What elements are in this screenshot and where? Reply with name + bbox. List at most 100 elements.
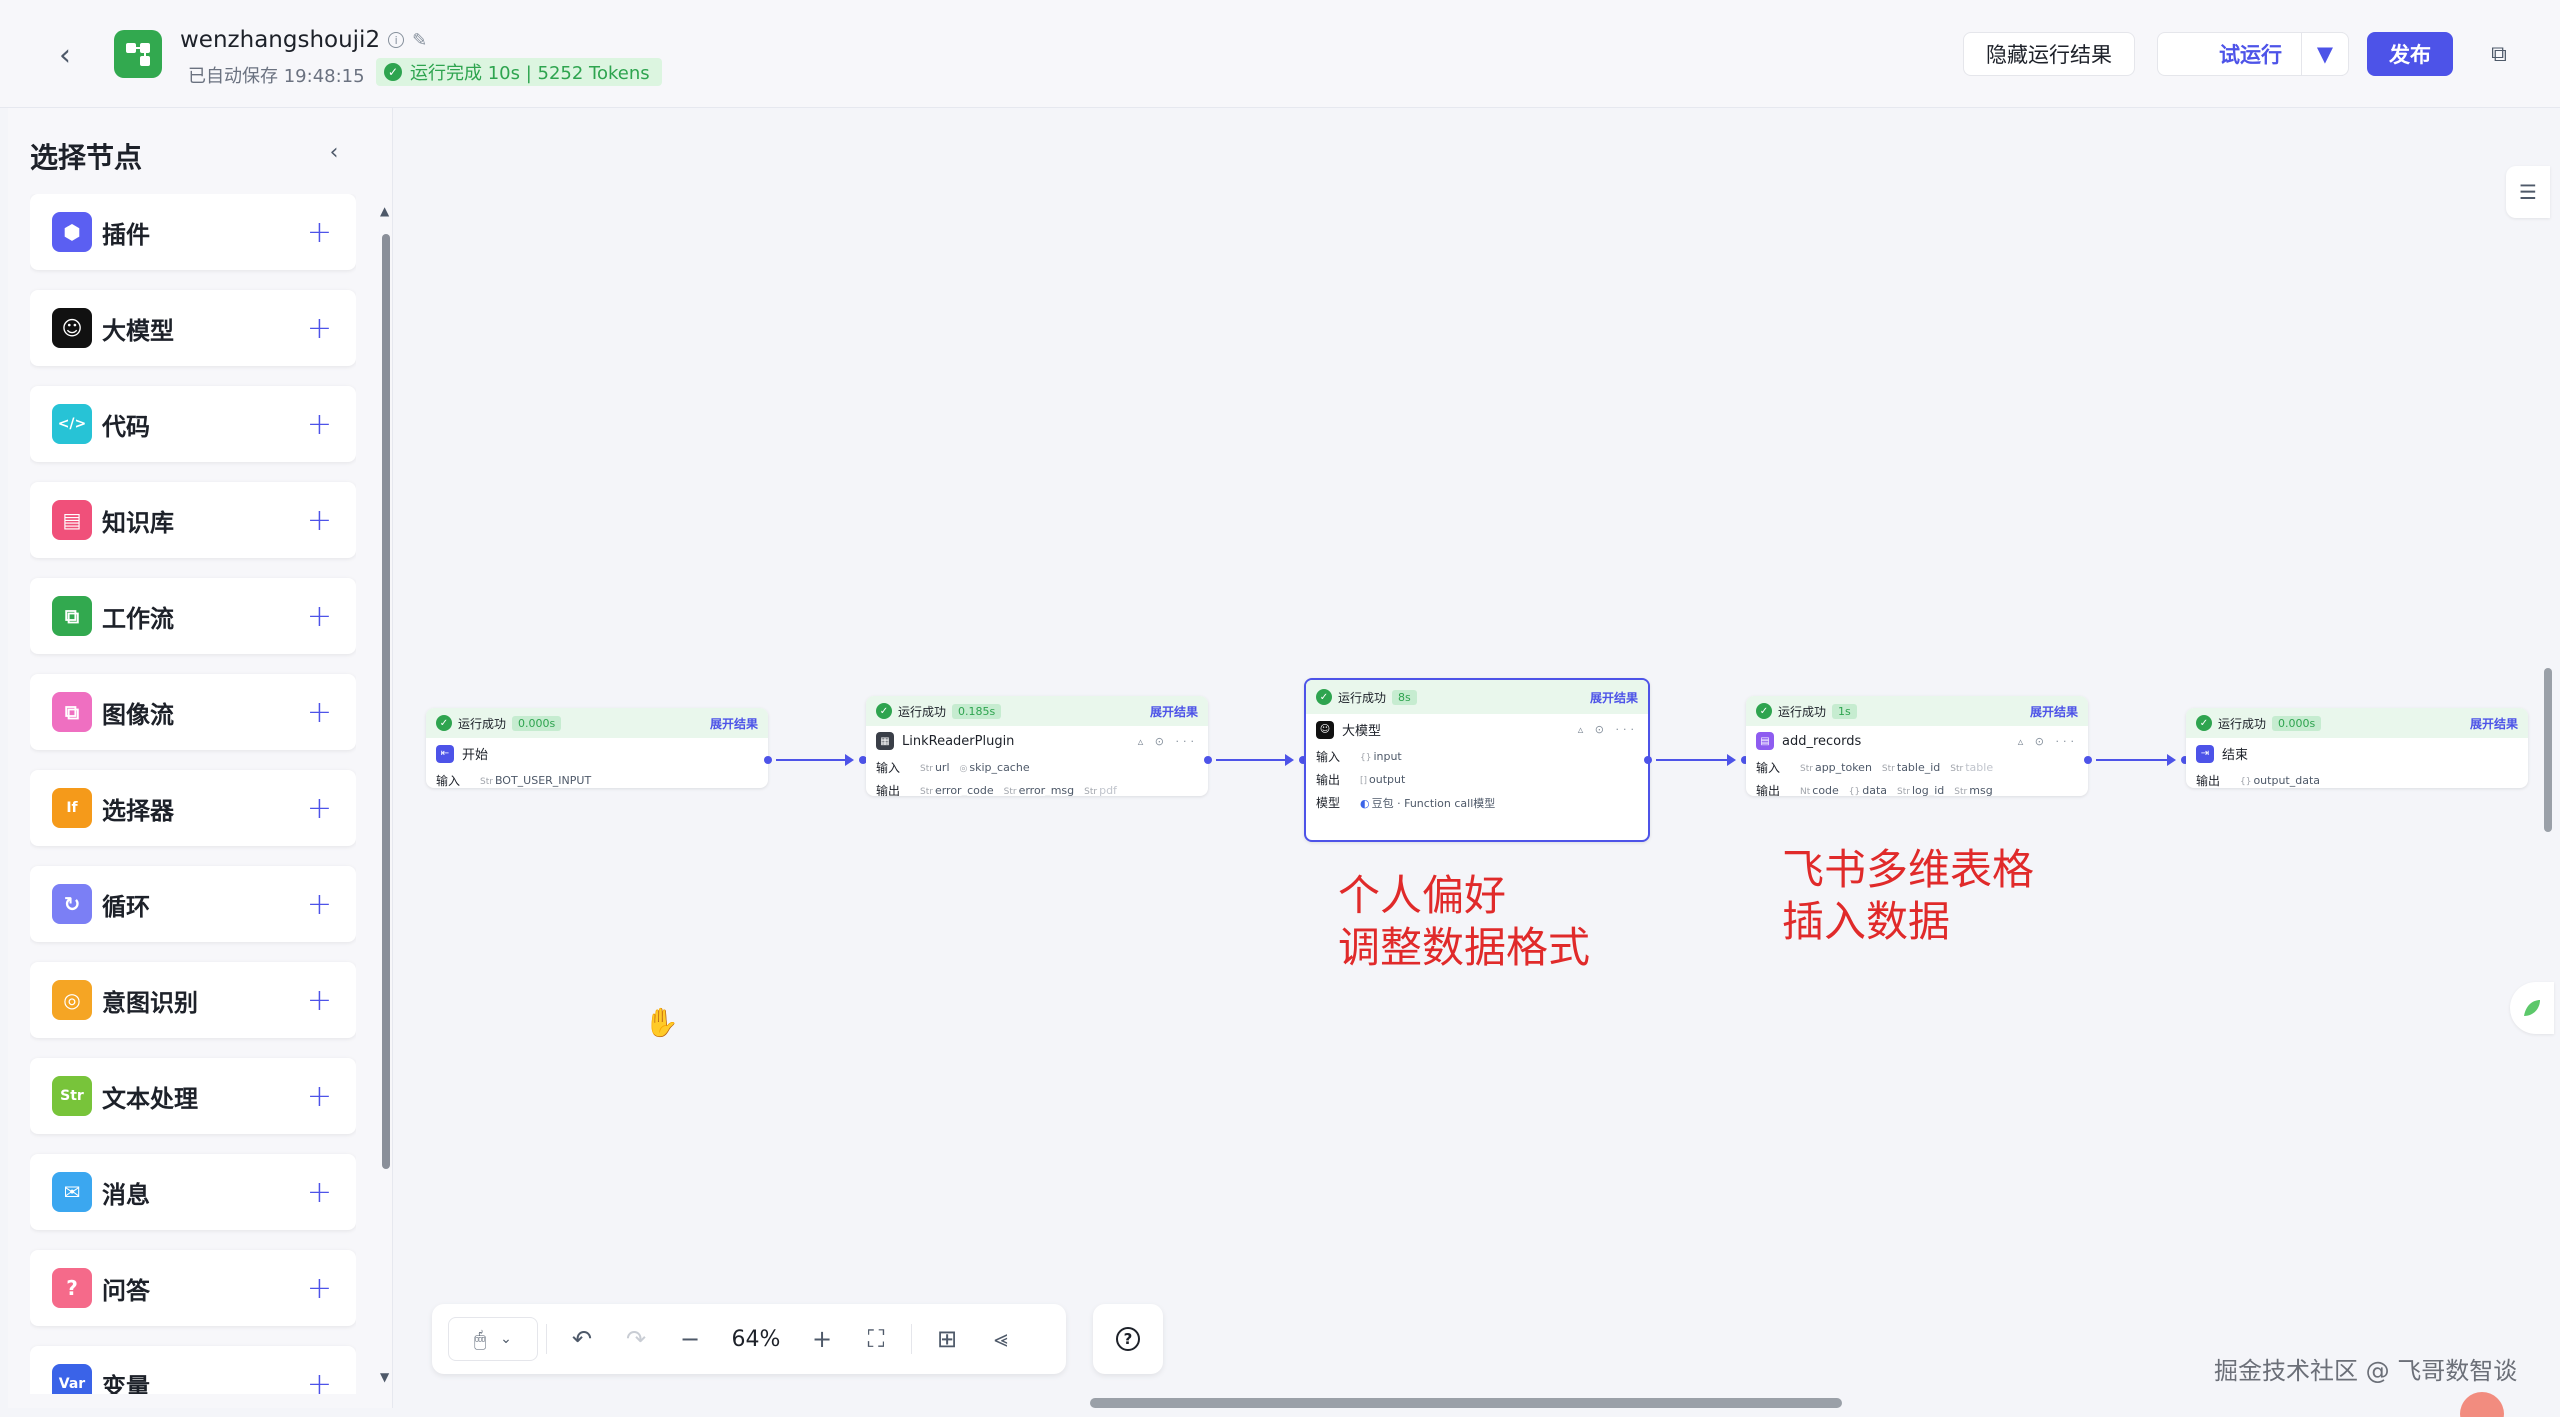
interaction-mode-select[interactable]: 🖱 ⌄ [448,1317,538,1361]
watermark: 掘金技术社区 @ 飞哥数智谈 [2214,1357,2518,1385]
node-actions-icon[interactable]: ▵ ⊙ ··· [1137,734,1198,748]
add-node-icon[interactable]: + [306,886,332,922]
node-actions-icon[interactable]: ▵ ⊙ ··· [2017,734,2078,748]
minimap-icon[interactable]: ⊞ [936,1325,958,1353]
input-port[interactable] [1299,756,1307,764]
output-port[interactable] [1644,756,1652,764]
expand-results-link[interactable]: 展开结果 [709,716,758,731]
add-node-icon[interactable]: + [306,502,332,538]
expand-results-link[interactable]: 展开结果 [2469,716,2518,731]
auto-layout-icon[interactable]: ⪡ [994,1325,1008,1353]
output-port[interactable] [1204,756,1212,764]
connection-edge[interactable] [2096,754,2176,766]
outline-panel-icon[interactable]: ☰ [2506,166,2550,218]
connection-edge[interactable] [776,754,854,766]
output-port[interactable] [2084,756,2092,764]
window-icon[interactable]: ⧉ [2491,41,2507,67]
output-port[interactable] [764,756,772,764]
zoom-level[interactable]: 64% [731,1326,781,1352]
add-node-icon[interactable]: + [306,406,332,442]
node-title-text: 结束 [2222,748,2249,763]
check-circle-icon: ✓ [2196,715,2212,731]
scroll-thumb[interactable] [382,234,390,1169]
expand-results-link[interactable]: 展开结果 [2029,704,2078,719]
undo-icon[interactable]: ↶ [571,1325,593,1353]
sidebar-item-qa[interactable]: ?问答+ [30,1250,356,1326]
collapse-sidebar-icon[interactable]: ‹ [329,139,339,165]
add-node-icon[interactable]: + [306,1078,332,1114]
param-tag: {}input [1360,750,1402,763]
run-time: 0.185s [952,703,1002,719]
scroll-up-icon[interactable]: ▲ [380,204,390,218]
edit-icon[interactable]: ✎ [412,29,428,51]
sidebar-scrollbar[interactable]: ▲ ▼ [380,204,390,1384]
output-label: 输出 [1316,773,1341,787]
expand-results-link[interactable]: 展开结果 [1589,690,1638,705]
sidebar-item-label: 知识库 [102,508,174,537]
add-node-icon[interactable]: + [306,694,332,730]
back-icon[interactable]: ‹ [59,37,71,73]
workflow-icon: ⧉ [52,596,92,636]
add-node-icon[interactable]: + [306,790,332,826]
llm-node[interactable]: ✓ 运行成功 8s 展开结果 ☺ 大模型 ▵ ⊙ ··· 输入 {}input … [1304,678,1650,842]
zoom-in-icon[interactable]: + [811,1325,833,1353]
sidebar-item-workflow[interactable]: ⧉工作流+ [30,578,356,654]
sidebar-item-llm[interactable]: ☺大模型+ [30,290,356,366]
horizontal-scrollbar[interactable] [1090,1398,1842,1408]
add-node-icon[interactable]: + [306,1174,332,1210]
sidebar-item-intent[interactable]: ◎意图识别+ [30,962,356,1038]
node-actions-icon[interactable]: ▵ ⊙ ··· [1577,723,1638,736]
input-port[interactable] [859,756,867,764]
add-records-node[interactable]: ✓ 运行成功 1s 展开结果 ▤ add_records ▵ ⊙ ··· 输入 … [1746,696,2088,796]
add-node-icon[interactable]: + [306,982,332,1018]
node-status-bar: ✓ 运行成功 8s 展开结果 [1306,680,1648,714]
divider [911,1324,912,1354]
trial-run-dropdown-icon[interactable]: ▼ [2301,32,2349,76]
info-icon[interactable]: i [388,32,405,48]
publish-button[interactable]: 发布 [2367,32,2453,76]
sidebar-item-knowledge[interactable]: ▤知识库+ [30,482,356,558]
scroll-down-icon[interactable]: ▼ [380,1370,390,1384]
add-node-icon[interactable]: + [306,1366,332,1395]
mouse-icon: 🖱 [474,1327,487,1351]
link-reader-node[interactable]: ✓ 运行成功 0.185s 展开结果 ▦ LinkReaderPlugin ▵ … [866,696,1208,796]
llm-icon: ☺ [52,308,92,348]
intent-icon: ◎ [52,980,92,1020]
status-label: 运行成功 [1778,704,1827,719]
assistant-icon[interactable] [2510,982,2554,1034]
param-tag: []output [1360,773,1406,786]
help-button[interactable]: ? [1093,1304,1163,1374]
output-label: 输出 [2196,774,2221,788]
hide-results-button[interactable]: 隐藏运行结果 [1963,32,2135,76]
sidebar-item-message[interactable]: ✉消息+ [30,1154,356,1230]
expand-results-link[interactable]: 展开结果 [1149,704,1198,719]
sidebar-item-loop[interactable]: ↻循环+ [30,866,356,942]
connection-edge[interactable] [1656,754,1736,766]
zoom-out-icon[interactable]: − [679,1325,701,1353]
node-input-row: 输入 {}input [1306,745,1648,768]
vertical-scrollbar[interactable] [2544,668,2552,832]
sidebar-item-cube[interactable]: ⬢插件+ [30,194,356,270]
add-node-icon[interactable]: + [306,214,332,250]
input-port[interactable] [1741,756,1749,764]
connection-edge[interactable] [1216,754,1294,766]
message-icon: ✉ [52,1172,92,1212]
sidebar-item-code[interactable]: </>代码+ [30,386,356,462]
redo-icon[interactable]: ↷ [625,1325,647,1353]
node-output-row: 输出 {}output_data [2186,769,2528,788]
add-node-icon[interactable]: + [306,310,332,346]
add-node-icon[interactable]: + [306,598,332,634]
sidebar-item-imageflow[interactable]: ⧉图像流+ [30,674,356,750]
input-port[interactable] [2181,756,2189,764]
end-node[interactable]: ✓ 运行成功 0.000s 展开结果 ⇥ 结束 输出 {}output_data [2186,708,2528,788]
fit-view-icon[interactable]: ⛶ [867,1325,885,1353]
add-node-icon[interactable]: + [306,1270,332,1306]
